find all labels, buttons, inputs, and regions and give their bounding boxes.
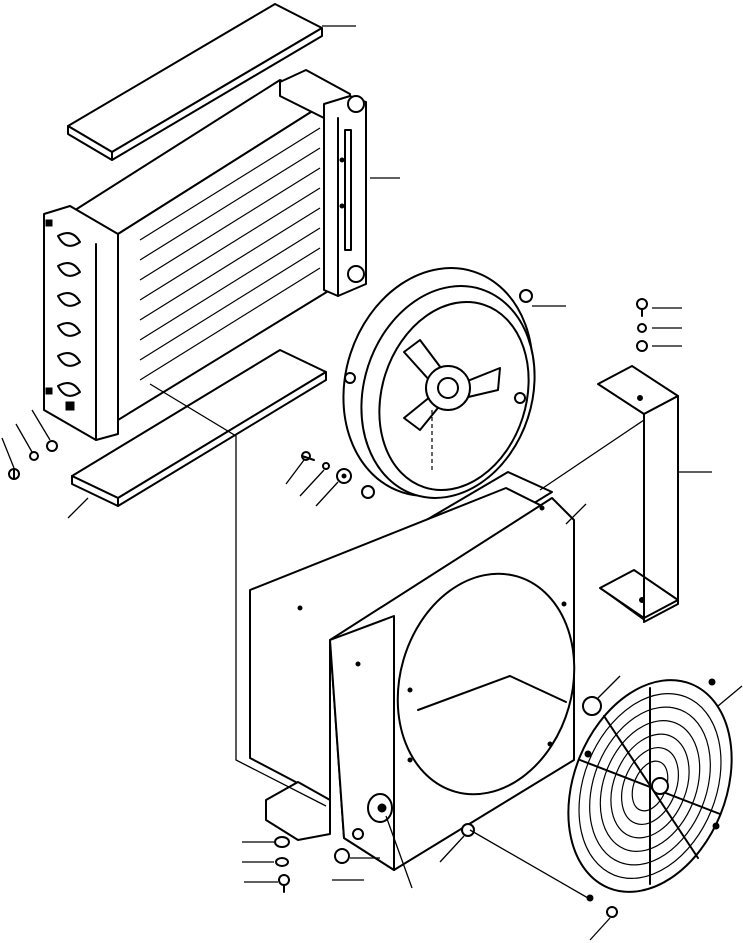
fan-guard-grille	[567, 678, 733, 902]
leader-lines	[1, 25, 743, 941]
shroud-holes	[297, 505, 567, 803]
support-bracket	[597, 365, 679, 623]
condenser-tube-bends	[57, 232, 81, 397]
condenser-core	[43, 79, 331, 441]
side-mount-bracket	[279, 69, 367, 297]
bolts-washers-nuts	[8, 298, 648, 918]
condenser-fin-hatching	[139, 127, 321, 381]
top-seal-strip	[67, 3, 323, 161]
bottom-seal-strip	[71, 349, 327, 507]
fan-shroud-housing	[249, 471, 576, 871]
grille-spokes	[579, 687, 721, 885]
fan-motor-assembly	[342, 267, 536, 499]
